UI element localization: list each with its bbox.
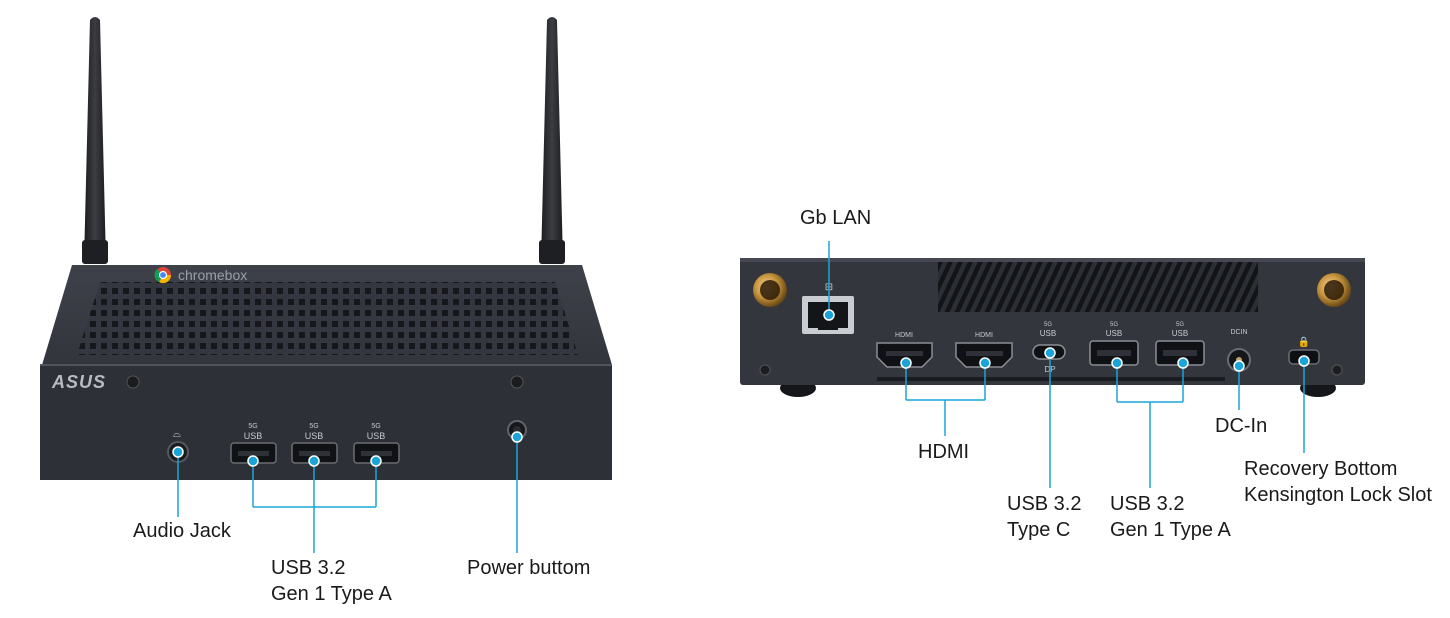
- label-front-usb: USB 3.2 Gen 1 Type A: [271, 555, 392, 607]
- label-recovery-line2: Kensington Lock Slot: [1244, 484, 1432, 506]
- rear-device: ⊞ HDMI HDMI 5G USB DP 5G USB: [740, 258, 1365, 397]
- label-audio-jack: Audio Jack: [133, 520, 231, 542]
- svg-text:USB: USB: [305, 431, 324, 441]
- label-rear-usb-a-line2: Gen 1 Type A: [1110, 519, 1231, 541]
- screw-left: [126, 375, 140, 389]
- front-usb-port-3[interactable]: 5G USB: [353, 423, 400, 464]
- svg-text:5G: 5G: [1110, 322, 1118, 328]
- callout-dot-dcin: [1233, 360, 1245, 372]
- brand-text: chromebox: [178, 267, 247, 283]
- front-usb-port-2[interactable]: 5G USB: [291, 423, 338, 464]
- label-front-usb-line2: Gen 1 Type A: [271, 583, 392, 605]
- svg-text:HDMI: HDMI: [895, 332, 913, 339]
- screw-right: [510, 375, 524, 389]
- label-usb-c-line2: Type C: [1007, 519, 1071, 541]
- callout-dot-power: [511, 431, 523, 443]
- label-rear-usb-a-line1: USB 3.2: [1110, 493, 1185, 515]
- label-usb-c: USB 3.2 Type C: [1007, 491, 1081, 543]
- label-recovery-kensington: Recovery Bottom Kensington Lock Slot: [1244, 456, 1432, 508]
- svg-text:USB: USB: [1106, 329, 1122, 338]
- callout-dot-kensington: [1298, 355, 1310, 367]
- rear-screw-left: [759, 364, 771, 376]
- rear-vent: [938, 262, 1258, 312]
- svg-text:HDMI: HDMI: [975, 332, 993, 339]
- callout-dot-usb-1: [247, 455, 259, 467]
- hdmi-port-2[interactable]: HDMI: [955, 332, 1013, 368]
- rear-screw-right: [1331, 364, 1343, 376]
- svg-text:USB: USB: [367, 431, 386, 441]
- label-usb-c-line1: USB 3.2: [1007, 493, 1082, 515]
- callout-dot-usb-3: [370, 455, 382, 467]
- thumbscrew-left: [753, 273, 787, 307]
- label-power-button: Power buttom: [467, 557, 591, 579]
- svg-text:🔒: 🔒: [1298, 336, 1310, 348]
- svg-text:5G: 5G: [1044, 322, 1052, 328]
- hdmi-port-1[interactable]: HDMI: [876, 332, 933, 368]
- rear-callouts: [828, 241, 1305, 488]
- rear-callout-dots: [823, 309, 1310, 372]
- asus-logo: ASUS: [51, 372, 106, 392]
- label-front-usb-line1: USB 3.2: [271, 557, 346, 579]
- front-callouts: [177, 437, 518, 553]
- svg-text:USB: USB: [1172, 329, 1188, 338]
- thumbscrew-right: [1317, 273, 1351, 307]
- svg-text:DCIN: DCIN: [1230, 329, 1247, 336]
- antenna-left: [82, 17, 108, 264]
- svg-text:USB: USB: [244, 431, 263, 441]
- label-gb-lan: Gb LAN: [800, 207, 872, 229]
- callout-dot-usba-2: [1177, 357, 1189, 369]
- callout-dot-hdmi-1: [900, 357, 912, 369]
- svg-text:5G: 5G: [248, 423, 257, 430]
- antenna-right: [539, 17, 565, 264]
- label-dc-in: DC-In: [1215, 415, 1268, 437]
- callout-dot-usba-1: [1111, 357, 1123, 369]
- label-rear-usb-a: USB 3.2 Gen 1 Type A: [1110, 491, 1231, 543]
- vent-grille: [77, 282, 578, 355]
- svg-text:⌓: ⌓: [173, 429, 181, 440]
- callout-dot-hdmi-2: [979, 357, 991, 369]
- svg-text:USB: USB: [1040, 329, 1056, 338]
- rear-usb-a-port-2[interactable]: 5G USB: [1155, 322, 1205, 366]
- callout-dot-usbc: [1044, 347, 1056, 359]
- callout-dot-audio: [172, 446, 184, 458]
- label-recovery-line1: Recovery Bottom: [1244, 458, 1398, 480]
- svg-text:5G: 5G: [371, 423, 380, 430]
- chrome-logo: [154, 267, 172, 284]
- label-hdmi: HDMI: [918, 441, 970, 463]
- callout-dot-lan: [823, 309, 835, 321]
- front-device: chromebox ASUS ⌓ 5G USB 5G USB 5G USB: [40, 17, 612, 480]
- rear-usb-a-port-1[interactable]: 5G USB: [1089, 322, 1139, 366]
- svg-text:5G: 5G: [309, 423, 318, 430]
- callout-dot-usb-2: [308, 455, 320, 467]
- front-callout-dots: [172, 431, 523, 467]
- svg-text:5G: 5G: [1176, 322, 1184, 328]
- rear-bottom-slot: [877, 377, 1225, 381]
